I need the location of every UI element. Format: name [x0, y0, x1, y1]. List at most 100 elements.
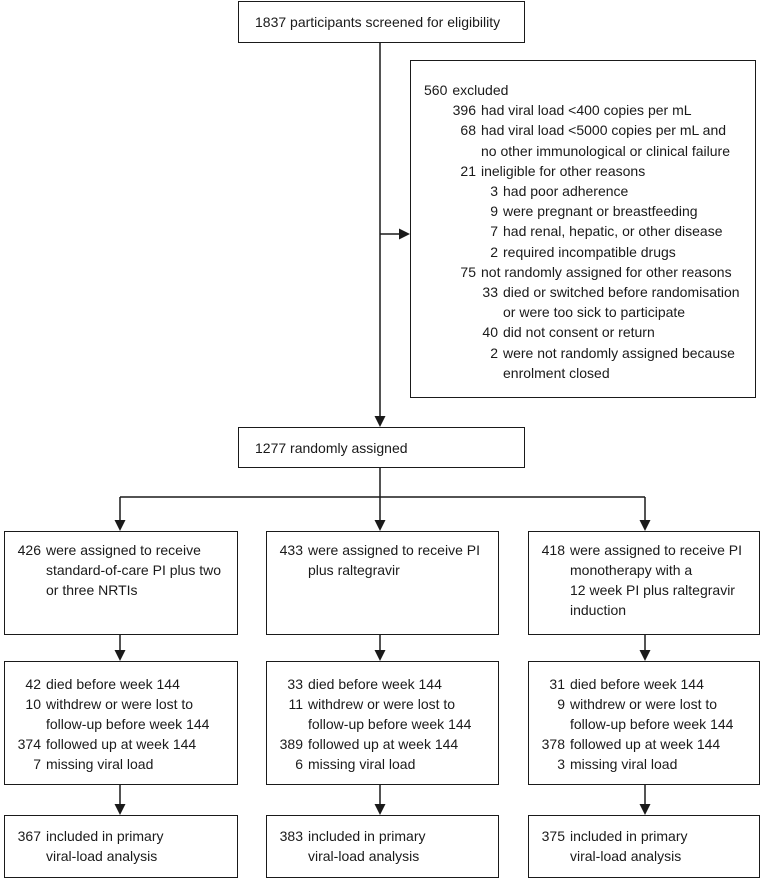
- followup-withdrew: 10 withdrew or were lost to follow-up be…: [15, 694, 237, 734]
- followup-died: 33 died before week 144: [277, 674, 498, 694]
- followup-text: died before week 144: [308, 676, 442, 692]
- followup-count: 10: [25, 696, 41, 712]
- allocation-count: 418: [541, 542, 565, 558]
- followup-box-standard-of-care: 42 died before week 144 10 withdrew or w…: [4, 661, 238, 785]
- analysis-box-standard-of-care: 367 included in primary viral-load analy…: [4, 815, 238, 878]
- arrowhead-to-analysis-pi-plus-raltegravir: [374, 804, 386, 815]
- exclusion-reason: 396 had viral load <400 copies per mL: [424, 100, 755, 120]
- followup-count: 6: [295, 756, 303, 772]
- followup-missing-viral-load: 7 missing viral load: [15, 754, 237, 774]
- arrowhead-to-followup-pi-plus-raltegravir: [374, 650, 386, 661]
- allocation-count: 433: [279, 542, 303, 558]
- analysis-box-pi-plus-raltegravir: 383 included in primary viral-load analy…: [266, 815, 499, 878]
- followup-withdrew: 11 withdrew or were lost to follow-up be…: [277, 694, 498, 734]
- arrowhead-to-analysis-pi-monotherapy: [639, 804, 651, 815]
- followup-count: 11: [288, 696, 303, 712]
- analysis-line: 367 included in primary viral-load analy…: [15, 826, 237, 866]
- exclusion-reason-count: 75: [460, 263, 476, 280]
- followup-count: 9: [557, 696, 565, 712]
- exclusion-subreason-text: had renal, hepatic, or other disease: [503, 223, 723, 240]
- exclusion-subreason-text: did not consent or return: [503, 324, 655, 341]
- randomised-label: 1277 randomly assigned: [255, 439, 408, 456]
- exclusion-reason-text: ineligible for other reasons: [481, 162, 646, 179]
- exclusion-reason-text: had viral load <400 copies per mL: [481, 102, 692, 119]
- exclusion-subreason-count: 40: [482, 324, 498, 341]
- followup-count: 389: [279, 736, 303, 752]
- exclusion-reason-count: 396: [452, 102, 476, 119]
- exclusion-reason: 75 not randomly assigned for other reaso…: [424, 262, 755, 282]
- analysis-text: included in primary viral-load analysis: [570, 828, 688, 864]
- analysis-text: included in primary viral-load analysis: [308, 828, 426, 864]
- randomised-box: 1277 randomly assigned: [238, 427, 525, 468]
- allocation-line: 418 were assigned to receive PI monother…: [539, 540, 759, 620]
- exclusion-subreason-count: 2: [490, 344, 498, 361]
- exclusion-subreason-count: 2: [490, 243, 498, 260]
- exclusion-subreason-count: 9: [490, 203, 498, 220]
- excluded-total: 560 excluded: [424, 80, 755, 100]
- followup-withdrew: 9 withdrew or were lost to follow-up bef…: [539, 694, 759, 734]
- followup-count: 3: [557, 756, 565, 772]
- followup-text: died before week 144: [570, 676, 704, 692]
- allocation-box-standard-of-care: 426 were assigned to receive standard-of…: [4, 531, 238, 635]
- followup-died: 42 died before week 144: [15, 674, 237, 694]
- exclusion-subreason: 3 had poor adherence: [424, 181, 755, 201]
- exclusion-reason-count: 68: [460, 122, 476, 139]
- exclusion-subreason-text: had poor adherence: [503, 183, 629, 200]
- arrowhead-to-randomised: [374, 416, 386, 427]
- exclusion-subreason-text: were not randomly assigned because enrol…: [503, 344, 735, 381]
- followup-text: died before week 144: [46, 676, 180, 692]
- followup-count: 378: [541, 736, 565, 752]
- exclusion-subreason-count: 33: [482, 284, 498, 301]
- allocation-text: were assigned to receive PI plus raltegr…: [308, 542, 480, 578]
- allocation-count: 426: [17, 542, 41, 558]
- exclusion-subreason: 9 were pregnant or breastfeeding: [424, 201, 755, 221]
- allocation-box-pi-plus-raltegravir: 433 were assigned to receive PI plus ral…: [266, 531, 499, 635]
- analysis-count: 367: [17, 828, 41, 844]
- exclusion-reason-count: 21: [460, 162, 476, 179]
- followup-text: missing viral load: [308, 756, 416, 772]
- followup-box-pi-plus-raltegravir: 33 died before week 144 11 withdrew or w…: [266, 661, 499, 785]
- followup-text: followed up at week 144: [570, 736, 721, 752]
- followup-box-pi-monotherapy: 31 died before week 144 9 withdrew or we…: [528, 661, 760, 785]
- screening-label: 1837 participants screened for eligibili…: [255, 14, 501, 30]
- analysis-text: included in primary viral-load analysis: [46, 828, 164, 864]
- exclusion-subreason: 33 died or switched before randomisation…: [424, 282, 755, 322]
- exclusion-reason-text: not randomly assigned for other reasons: [481, 263, 732, 280]
- followup-followed-up: 389 followed up at week 144: [277, 734, 498, 754]
- allocation-text: were assigned to receive PI monotherapy …: [570, 542, 742, 618]
- followup-followed-up: 374 followed up at week 144: [15, 734, 237, 754]
- exclusion-subreason: 2 required incompatible drugs: [424, 242, 755, 262]
- followup-missing-viral-load: 3 missing viral load: [539, 754, 759, 774]
- arrowhead-to-allocation-pi-plus-raltegravir: [374, 520, 386, 531]
- arrowhead-to-allocation-pi-monotherapy: [639, 520, 651, 531]
- exclusion-subreason-text: required incompatible drugs: [503, 243, 676, 260]
- allocation-line: 433 were assigned to receive PI plus ral…: [277, 540, 498, 580]
- followup-count: 31: [549, 676, 565, 692]
- exclusion-reason: 21 ineligible for other reasons: [424, 161, 755, 181]
- arrowhead-to-followup-pi-monotherapy: [639, 650, 651, 661]
- arrowhead-to-excluded: [399, 228, 410, 240]
- analysis-line: 383 included in primary viral-load analy…: [277, 826, 498, 866]
- excluded-label: excluded: [452, 82, 509, 98]
- exclusion-subreason-text: died or switched before randomisation or…: [503, 284, 740, 321]
- followup-count: 374: [17, 736, 41, 752]
- followup-died: 31 died before week 144: [539, 674, 759, 694]
- followup-count: 7: [33, 756, 41, 772]
- analysis-count: 375: [541, 828, 565, 844]
- followup-text: followed up at week 144: [46, 736, 197, 752]
- allocation-box-pi-monotherapy: 418 were assigned to receive PI monother…: [528, 531, 760, 635]
- arrowhead-to-allocation-standard-of-care: [114, 520, 126, 531]
- followup-text: withdrew or were lost to follow-up befor…: [46, 696, 210, 732]
- exclusion-reason-text: had viral load <5000 copies per mL and n…: [481, 122, 731, 159]
- followup-text: withdrew or were lost to follow-up befor…: [570, 696, 734, 732]
- exclusion-subreason: 2 were not randomly assigned because enr…: [424, 343, 755, 383]
- exclusion-subreason-count: 3: [490, 183, 498, 200]
- screening-box: 1837 participants screened for eligibili…: [238, 1, 525, 43]
- exclusion-subreason: 40 did not consent or return: [424, 322, 755, 342]
- arrowhead-to-analysis-standard-of-care: [114, 804, 126, 815]
- exclusion-subreason-count: 7: [490, 223, 498, 240]
- followup-text: missing viral load: [570, 756, 678, 772]
- arrowhead-to-followup-standard-of-care: [114, 650, 126, 661]
- followup-text: followed up at week 144: [308, 736, 459, 752]
